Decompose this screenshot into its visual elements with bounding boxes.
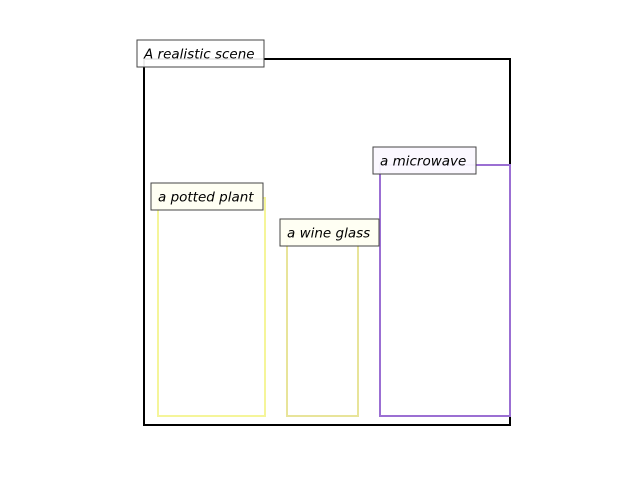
microwave-box [379,164,511,417]
wine-glass-text: a wine glass [287,226,370,242]
potted-plant-box [157,197,266,417]
wine-glass-box [286,233,359,417]
microwave-text: a microwave [380,154,466,170]
scene-title-label: A realistic scene [136,39,265,68]
microwave-label: a microwave [372,146,477,175]
scene-title-text: A realistic scene [143,47,255,63]
wine-glass-label: a wine glass [279,218,380,247]
potted-plant-label: a potted plant [150,182,264,211]
potted-plant-text: a potted plant [158,190,254,206]
